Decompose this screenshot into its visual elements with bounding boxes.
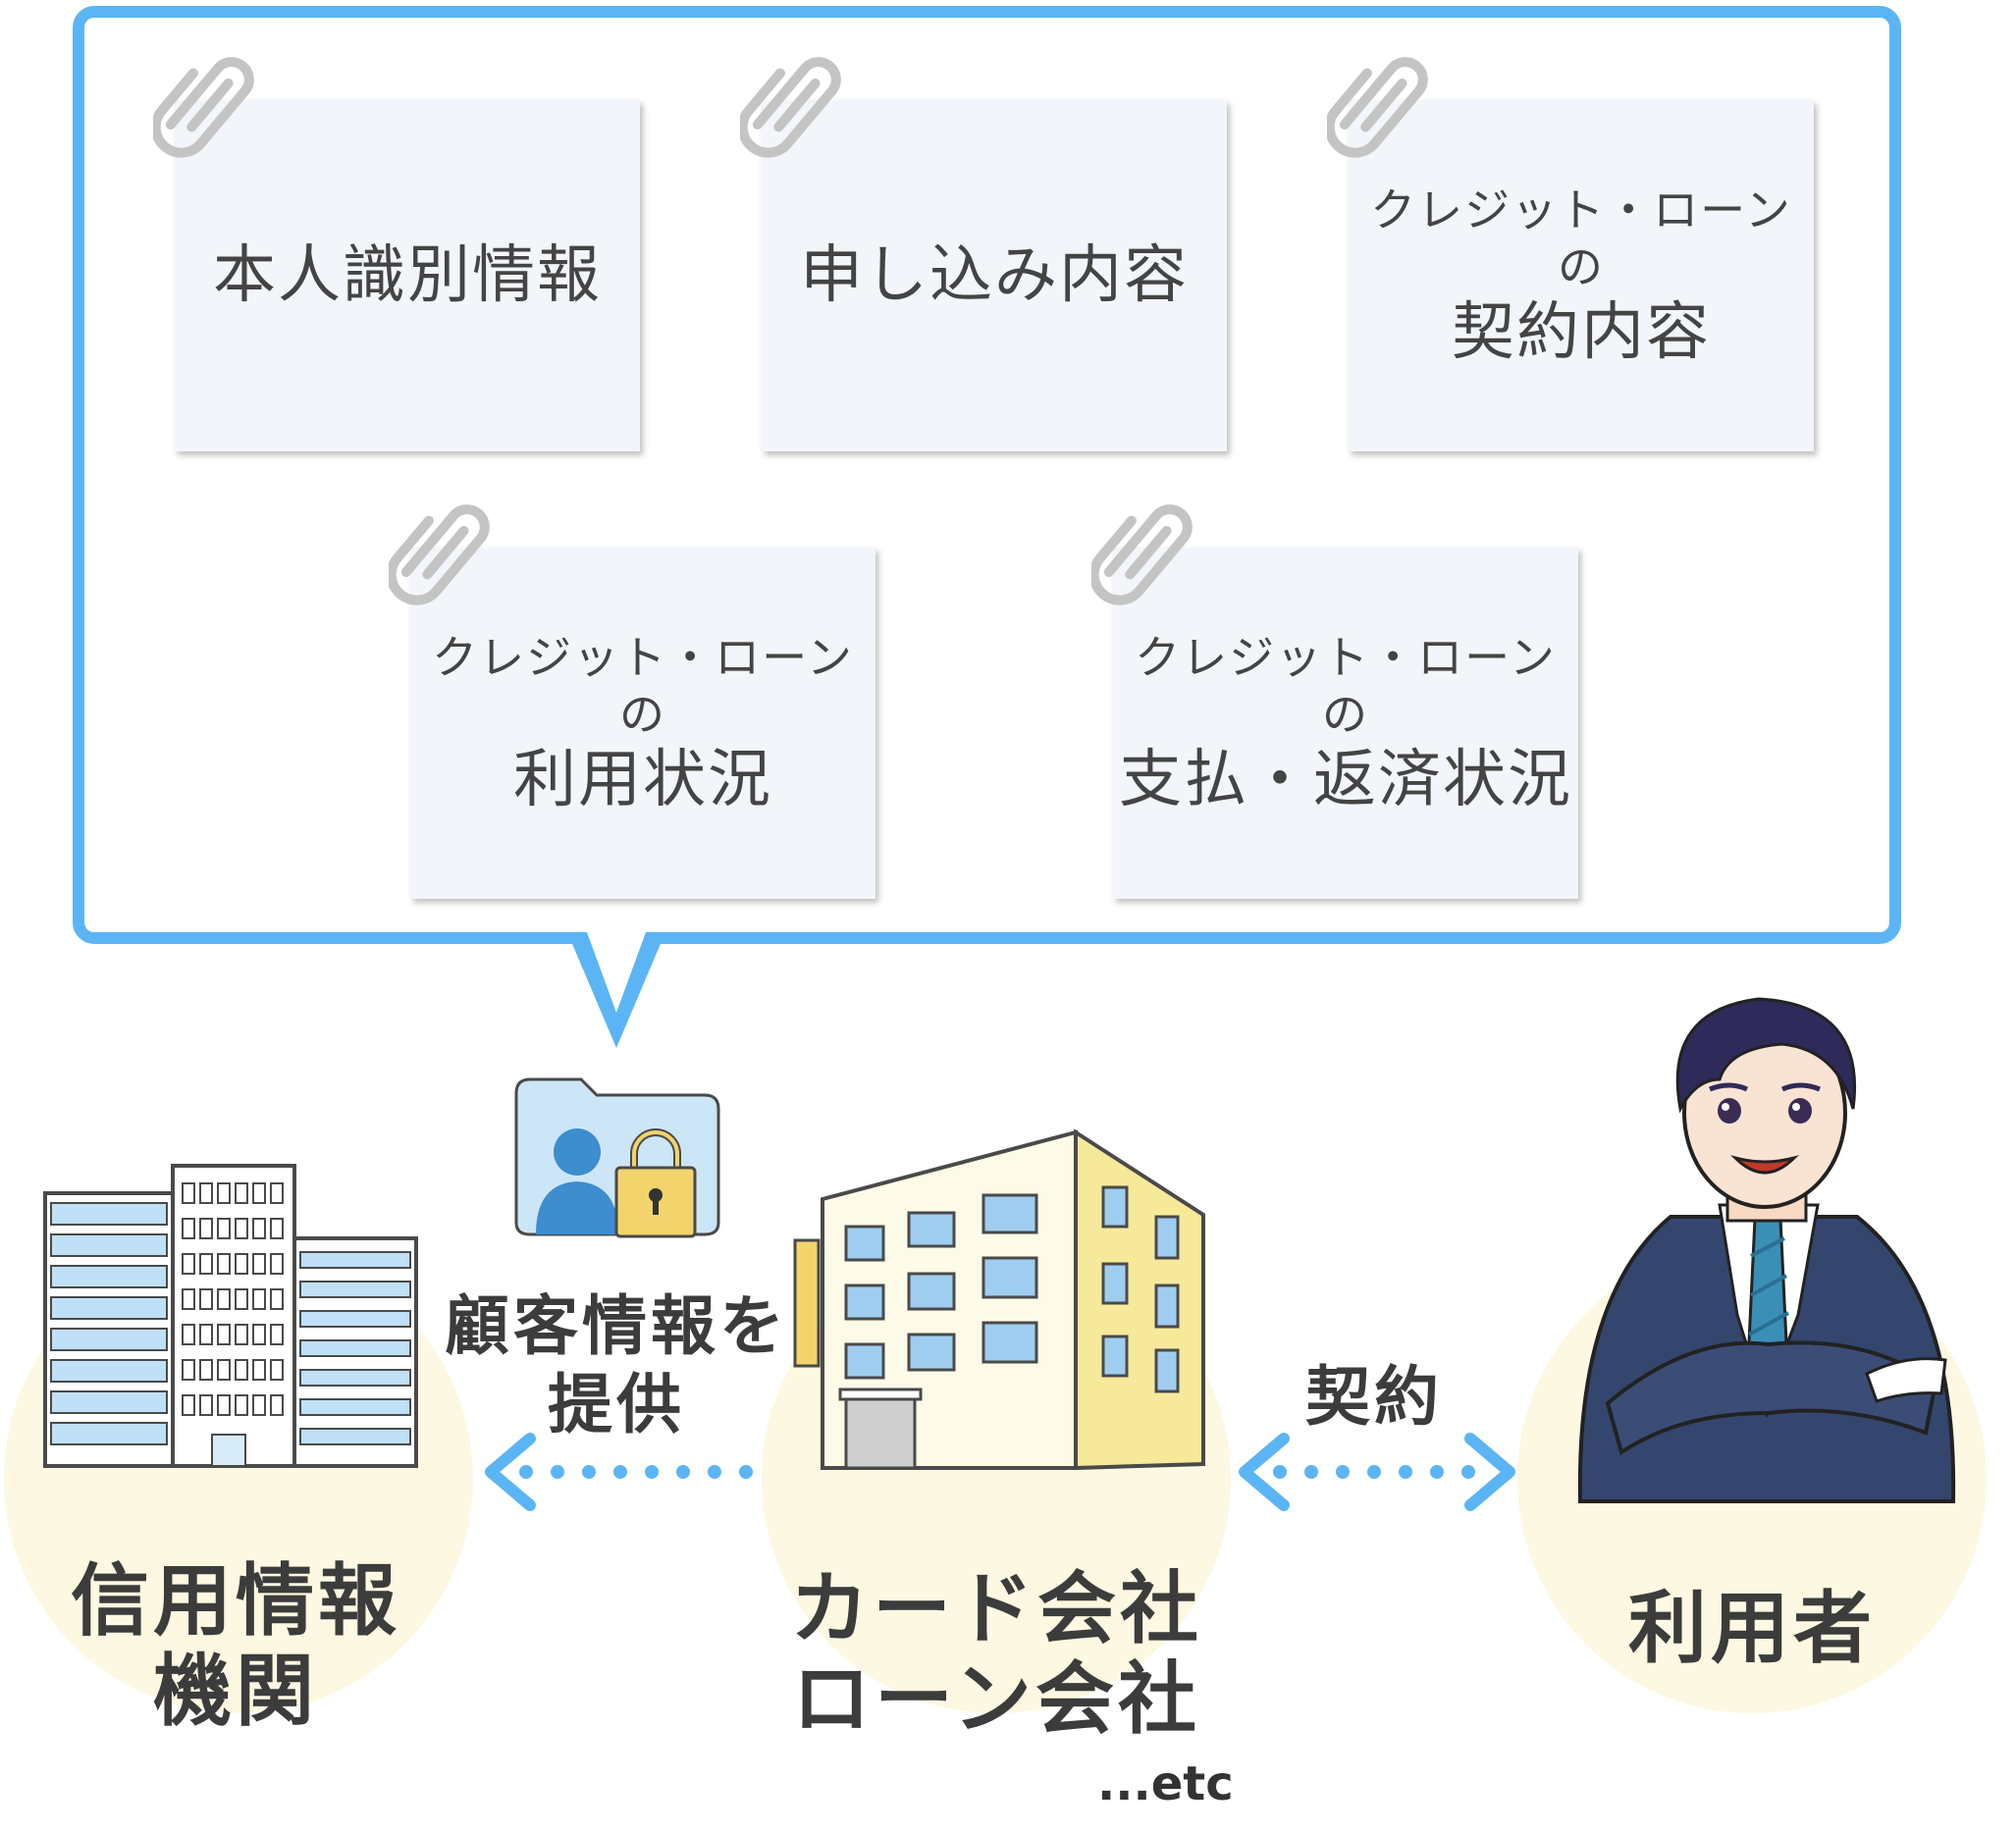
bureau-label-line1: 信用情報 [71, 1555, 400, 1647]
bureau-label-line2: 機関 [153, 1646, 318, 1737]
paperclip-icon [1327, 57, 1428, 158]
provide-arrow [485, 1433, 753, 1511]
paperclip-icon [740, 57, 841, 158]
user-label: 利用者 [1628, 1583, 1876, 1674]
company-building-icon [793, 1128, 1205, 1471]
card-repayment-title: 支払・返済状況 [1119, 744, 1572, 816]
card-contract-particle: の [1558, 240, 1605, 293]
paperclip-icon [1091, 504, 1193, 605]
bubble-tail [567, 932, 665, 1048]
businessman-illustration [1577, 997, 1956, 1503]
contract-arrow [1239, 1433, 1515, 1511]
bureau-label: 信用情報 機関 [39, 1556, 432, 1737]
card-repayment: クレジット・ローン の 支払・返済状況 [1113, 548, 1578, 899]
card-usage-prefix: クレジット・ローン [432, 631, 854, 684]
company-label-line1: カード会社 [790, 1563, 1202, 1654]
paperclip-icon [153, 57, 254, 158]
card-identity-title: 本人識別情報 [213, 239, 602, 312]
customer-folder-lock-icon [514, 1077, 720, 1238]
company-label: カード会社 ローン会社 [775, 1564, 1217, 1745]
card-contract: クレジット・ローン の 契約内容 [1349, 100, 1814, 451]
card-repayment-prefix: クレジット・ローン [1135, 631, 1557, 684]
provide-label-line2: 提供 [548, 1367, 685, 1442]
card-repayment-particle: の [1322, 688, 1369, 741]
card-usage-title: 利用状況 [513, 744, 772, 816]
card-contract-title: 契約内容 [1452, 296, 1711, 369]
paperclip-icon [389, 504, 490, 605]
etc-note: ...etc [1097, 1756, 1234, 1811]
card-identity: 本人識別情報 [175, 100, 640, 451]
office-tower-icon [43, 1164, 418, 1468]
card-application-title: 申し込み内容 [800, 239, 1189, 312]
card-application: 申し込み内容 [762, 100, 1227, 451]
card-usage-particle: の [619, 688, 666, 741]
provide-label: 顧客情報を 提供 [444, 1287, 789, 1444]
provide-label-line1: 顧客情報を [445, 1288, 788, 1364]
company-label-line2: ローン会社 [792, 1653, 1200, 1745]
contract-label: 契約 [1305, 1359, 1443, 1435]
card-contract-prefix: クレジット・ローン [1370, 183, 1792, 236]
card-usage: クレジット・ローン の 利用状況 [410, 548, 875, 899]
